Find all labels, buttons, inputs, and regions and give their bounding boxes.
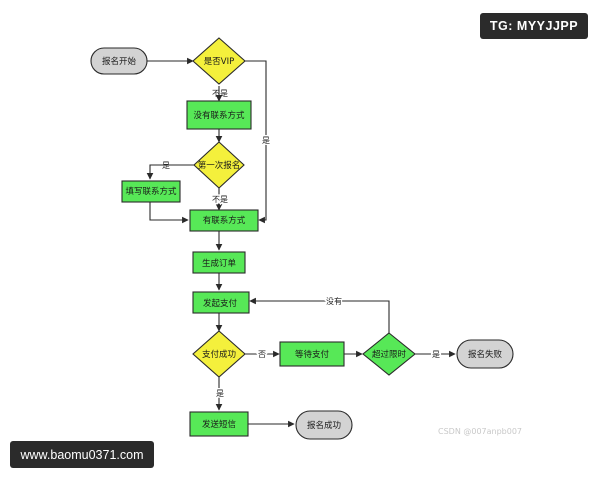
node-no-contact	[186, 100, 252, 130]
node-initiate-payment	[192, 291, 250, 314]
node-create-order-label: 生成订单	[202, 258, 237, 269]
label-pay-no: 否	[258, 350, 266, 359]
node-success-label: 报名成功	[307, 420, 341, 431]
node-fill-contact-label: 填写联系方式	[125, 186, 177, 197]
edge-fill-to-has	[149, 201, 189, 224]
label-vip-no: 不是	[212, 89, 228, 98]
node-fail-label: 报名失败	[468, 349, 503, 360]
url-watermark-badge: www.baomu0371.com	[10, 441, 154, 468]
label-vip-yes: 是	[262, 136, 270, 145]
node-start	[90, 47, 148, 75]
tg-watermark-badge: TG: MYYJJPP	[480, 13, 588, 39]
edge-timeout-no	[249, 297, 390, 333]
node-no-contact-label: 没有联系方式	[193, 110, 245, 121]
node-create-order	[192, 251, 246, 274]
edge-first-yes	[146, 164, 195, 180]
node-fill-contact	[121, 180, 181, 203]
node-start-label: 报名开始	[102, 56, 137, 67]
label-timeout-yes: 是	[432, 350, 440, 359]
node-timeout	[362, 332, 416, 376]
node-wait-payment	[279, 341, 345, 367]
node-payment-success-label: 支付成功	[202, 349, 236, 360]
label-pay-yes: 是	[216, 389, 224, 398]
label-first-yes: 是	[162, 161, 170, 170]
node-has-contact-label: 有联系方式	[203, 215, 246, 226]
label-first-no: 不是	[212, 195, 228, 204]
node-first-time-label: 第一次报名	[198, 160, 241, 171]
node-initiate-payment-label: 发起支付	[203, 298, 238, 309]
node-success	[295, 410, 353, 440]
node-is-vip	[192, 37, 246, 85]
node-first-time	[193, 141, 245, 189]
node-fail	[456, 339, 514, 369]
node-payment-success	[192, 330, 246, 378]
node-has-contact	[189, 209, 259, 232]
node-send-sms	[189, 411, 249, 437]
node-send-sms-label: 发送短信	[202, 419, 237, 430]
node-is-vip-label: 是否VIP	[204, 57, 234, 67]
node-timeout-label: 超过限时	[372, 349, 407, 360]
node-wait-payment-label: 等待支付	[295, 349, 330, 360]
edge-vip-yes	[245, 60, 267, 224]
label-timeout-no: 没有	[326, 296, 342, 306]
csdn-watermark: CSDN @007anpb007	[438, 427, 523, 436]
